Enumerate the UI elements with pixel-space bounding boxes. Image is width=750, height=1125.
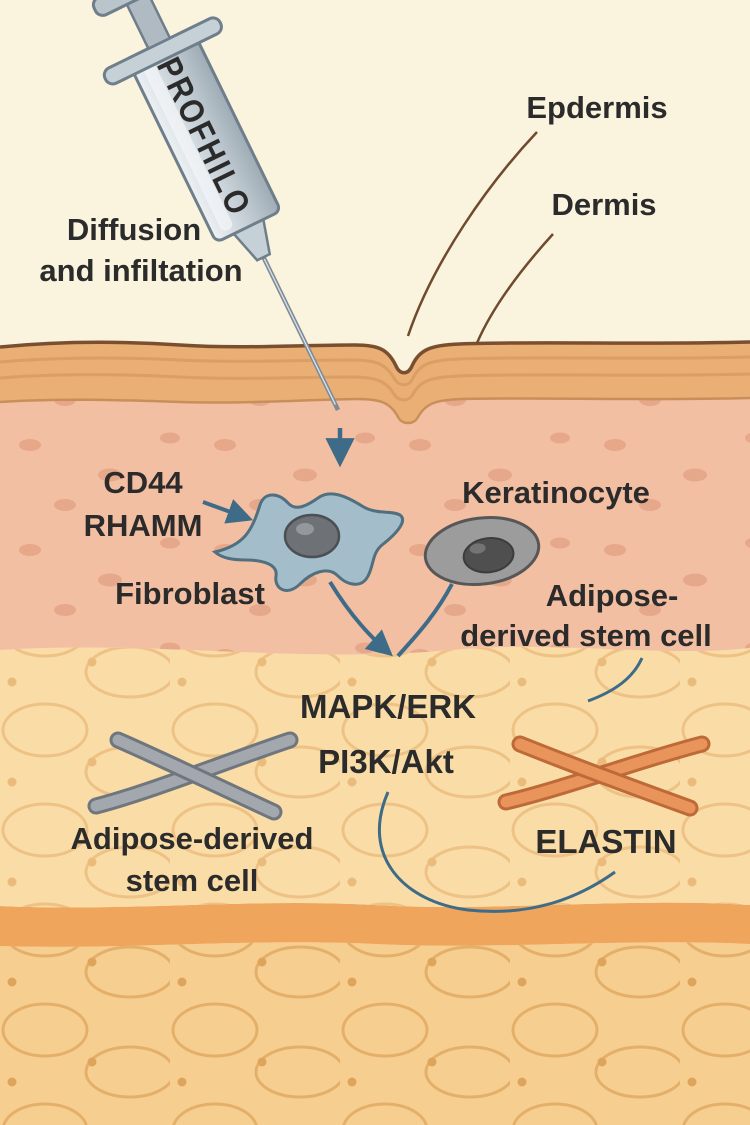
mapk-erk-label: MAPK/ERK [300,688,476,725]
cd44-label: CD44 [103,465,183,500]
plunger-pad [91,0,176,17]
adipose-left-label-line2: stem cell [126,863,259,898]
keratinocyte-label: Keratinocyte [462,475,650,510]
skin-surface-line [0,340,750,375]
epidermis-pointer-line [406,131,538,337]
label-pointer-lines [406,131,554,344]
epidermis-layer [0,340,750,425]
membrane-band [0,902,750,947]
adipose-right-label-line2: derived stem cell [460,618,712,653]
plunger-rod [124,0,172,51]
fibroblast-cell [211,492,405,592]
epidermis-label: Epdermis [526,90,667,125]
adipose-left-label-line1: Adipose-derived [71,821,314,856]
pi3k-akt-label: PI3K/Akt [318,743,454,780]
adipose-right-label-line1: Adipose- [546,578,679,613]
fibroblast-nucleus [283,513,341,559]
signal-arrows [202,428,644,913]
fibroblast-to-mapk-arrow [328,580,393,657]
diffusion-label-line2: and infiltation [39,253,242,288]
pi3k-to-elastin-curve [377,791,616,913]
dermis-label: Dermis [551,187,656,222]
cd44-arrow [202,499,254,524]
diffusion-label-line1: Diffusion [67,212,201,247]
keratinocyte-to-mapk-line [396,583,454,658]
elastin-label: ELASTIN [535,823,676,860]
fibroblast-label: Fibroblast [115,576,265,611]
deep-skin-layer [0,942,750,1125]
dermis-pointer-line [475,233,554,344]
keratinocyte-cell [423,516,541,586]
barrel-highlight [143,63,233,231]
elastin-fibers [497,735,711,817]
stem-cell-fibers [87,731,299,821]
adipose-right-pointer [587,657,644,703]
rhamm-label: RHAMM [84,508,203,543]
syringe: PROFHILO [91,0,341,411]
